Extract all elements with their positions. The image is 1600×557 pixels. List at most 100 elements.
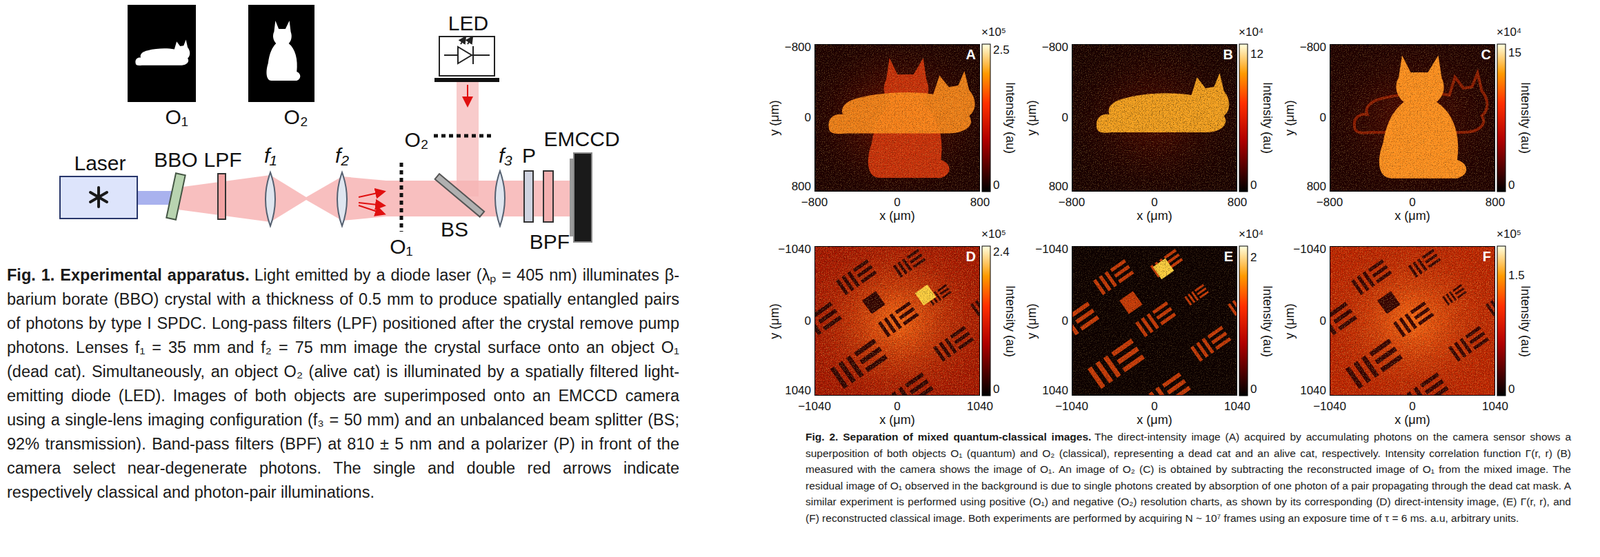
laser-body	[59, 175, 138, 220]
mask-square	[248, 4, 315, 103]
component-label: P	[522, 144, 536, 169]
axis-tick: −800	[1058, 195, 1085, 210]
axis-title: y (μm)	[1282, 100, 1298, 136]
colorbar-tick: 0	[1508, 382, 1515, 397]
axis-tick: 0	[1408, 195, 1416, 210]
axis-tick: 0	[1062, 111, 1069, 125]
panel-letter: E	[1224, 248, 1234, 265]
pair-arrow	[358, 202, 384, 206]
axis-title: x (μm)	[1136, 208, 1172, 224]
axis-title: x (μm)	[879, 413, 915, 428]
figure-caption: Fig. 1. Experimental apparatus.Light emi…	[6, 263, 680, 505]
axis-title: y (μm)	[1024, 100, 1040, 136]
colorbar-title: Intensity (au)	[1518, 284, 1534, 357]
axis-title: x (μm)	[1394, 208, 1430, 224]
image-panel: F	[1329, 246, 1496, 396]
laser-box: Laser	[59, 175, 138, 220]
axis-tick: 1040	[1042, 384, 1069, 398]
axis-title: y (μm)	[767, 303, 783, 339]
colorbar-title: Intensity (au)	[1518, 82, 1534, 154]
component-label: BPF	[529, 230, 570, 255]
component-label: f₁	[264, 144, 277, 169]
component-label: f₂	[335, 144, 349, 169]
long-pass-filter	[217, 173, 226, 220]
axis-tick: 1040	[1482, 400, 1509, 414]
pair-beam	[177, 175, 574, 223]
colorbar-exponent: ×10⁴	[1238, 25, 1264, 40]
axis-tick: −1040	[1035, 242, 1069, 257]
panel-image	[1071, 44, 1238, 192]
colorbar-exponent: ×10⁵	[981, 25, 1007, 40]
pair-arrow	[358, 205, 384, 214]
colorbar-tick: 0	[1250, 178, 1257, 193]
lens	[337, 172, 347, 227]
component-label: LED	[448, 11, 489, 36]
axis-tick: 800	[791, 180, 812, 194]
panel-image	[1042, 217, 1267, 436]
colorbar-exponent: ×10⁵	[981, 227, 1007, 242]
axis-tick: −800	[1042, 40, 1069, 55]
axis-title: x (μm)	[1136, 413, 1172, 428]
band-pass-filter	[543, 171, 554, 223]
axis-tick: −800	[1316, 195, 1343, 210]
panel-image	[1300, 217, 1525, 436]
object-label: O₂	[284, 105, 309, 130]
apparatus	[59, 35, 592, 243]
image-panel: A	[814, 44, 980, 192]
colorbar-tick: 1.5	[1508, 269, 1525, 284]
caption-title: Fig. 2. Separation of mixed quantum-clas…	[805, 431, 1092, 443]
axis-title: y (μm)	[767, 100, 783, 136]
axis-title: y (μm)	[1024, 303, 1040, 339]
axis-tick: 800	[970, 195, 990, 210]
object-masks	[127, 4, 315, 103]
colorbar-title: Intensity (au)	[1003, 82, 1018, 154]
axis-tick: 800	[1485, 195, 1505, 210]
panel-image	[1329, 44, 1496, 192]
object-plane	[400, 162, 404, 232]
camera-body	[573, 153, 592, 243]
component-label: Laser	[73, 151, 126, 176]
axis-tick: −800	[1300, 40, 1327, 55]
component-label: BS	[440, 217, 469, 243]
caption-text: Light emitted by a diode laser (λₚ = 405…	[6, 266, 680, 502]
axis-tick: 0	[804, 111, 812, 125]
component-label: O₂	[404, 128, 429, 153]
panel-image	[784, 217, 1009, 436]
image-panel: E	[1071, 246, 1238, 396]
axis-tick: −1040	[1055, 400, 1089, 414]
object-mask: O₁	[127, 4, 196, 103]
lens	[265, 172, 276, 227]
panel-image	[814, 44, 980, 192]
colorbar-tick: 2	[1250, 251, 1257, 266]
caption-text: The direct-intensity image (A) acquired …	[805, 431, 1572, 525]
colorbar-title: Intensity (au)	[1260, 284, 1276, 357]
colorbar-tick: 2.4	[993, 245, 1010, 260]
colorbar	[982, 246, 991, 396]
axis-tick: −1040	[1313, 400, 1347, 414]
axis-title: x (μm)	[1394, 413, 1430, 428]
axis-title: x (μm)	[879, 208, 915, 224]
led-beam	[456, 82, 479, 197]
led-box: LED	[438, 35, 496, 77]
axis-tick: −1040	[777, 242, 812, 257]
image-panel: B	[1071, 44, 1238, 192]
axis-tick: 0	[1320, 314, 1327, 329]
component-label: O₁	[389, 235, 413, 260]
axis-tick: 1040	[784, 384, 812, 398]
panel-letter: F	[1482, 248, 1492, 265]
led-body	[438, 35, 496, 77]
panel-letter: B	[1223, 46, 1234, 63]
colorbar-tick: 0	[1250, 382, 1257, 397]
axis-tick: 1040	[1224, 400, 1251, 414]
beam-splitter	[435, 173, 485, 217]
classical-arrow	[358, 191, 384, 198]
axis-tick: −1040	[1293, 242, 1327, 257]
colorbar-tick: 0	[1508, 178, 1515, 193]
mask-square	[127, 4, 196, 103]
panel-letter: A	[966, 46, 976, 63]
axis-tick: 0	[893, 400, 900, 414]
axis-tick: 1040	[1300, 384, 1327, 398]
axis-title: y (μm)	[1282, 303, 1298, 339]
axis-tick: 0	[893, 195, 900, 210]
component-label: EMCCD	[544, 127, 620, 152]
